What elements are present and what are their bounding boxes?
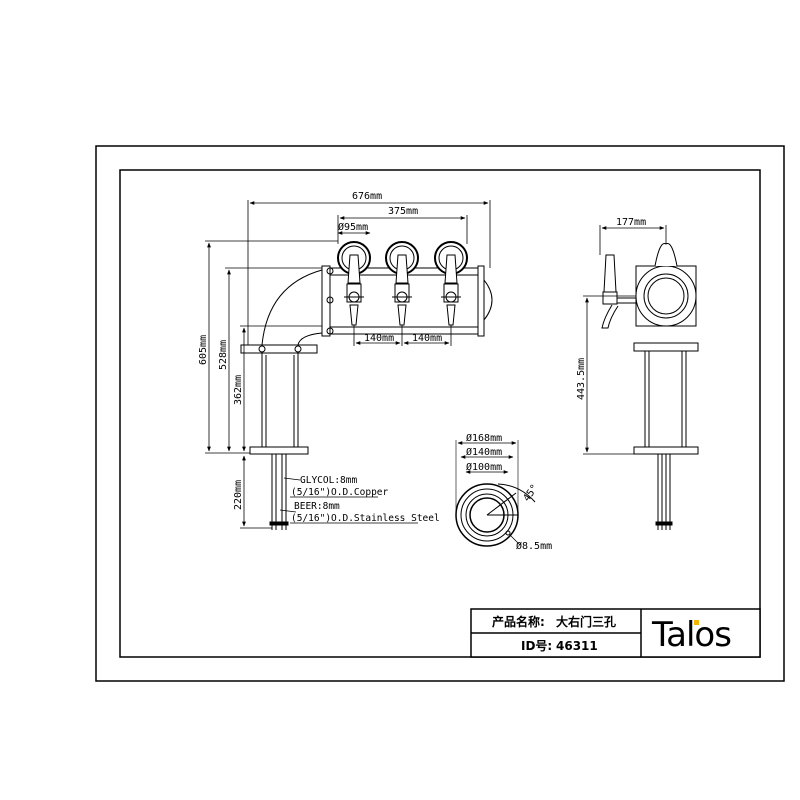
- dim-dia-95: Ø95mm: [338, 221, 368, 233]
- outer-frame: [95, 145, 785, 682]
- note-beer-2: (5/16")O.D.Stainless Steel: [291, 513, 440, 524]
- dim-676: 676mm: [352, 191, 382, 202]
- side-view: [601, 242, 699, 530]
- title-block: [470, 608, 761, 658]
- dim-dia-100: Ø100mm: [466, 461, 502, 473]
- side-dimensions: [583, 225, 667, 455]
- dim-140-a: 140mm: [364, 333, 394, 344]
- dim-362: 362mm: [233, 375, 244, 405]
- dim-528: 528mm: [218, 340, 229, 370]
- dim-443-5: 443.5mm: [576, 358, 587, 400]
- product-name-label: 产品名称:: [492, 614, 545, 629]
- tap-middle: [385, 241, 419, 326]
- tap-left: [337, 241, 371, 326]
- dim-dia-168: Ø168mm: [466, 432, 502, 444]
- dim-angle-45: 45°: [521, 483, 540, 504]
- dim-177: 177mm: [616, 217, 646, 228]
- id-label: ID号:: [521, 638, 552, 653]
- dim-605: 605mm: [198, 335, 209, 365]
- note-beer-1: BEER:8mm: [294, 501, 340, 512]
- brand-name: Talos: [651, 615, 731, 655]
- dim-140-b: 140mm: [412, 333, 442, 344]
- id-value: 46311: [556, 639, 598, 653]
- talos-logo: Talos: [651, 615, 732, 655]
- dim-dia-140: Ø140mm: [466, 446, 502, 458]
- inner-frame: [119, 169, 761, 658]
- tap-right: [434, 241, 468, 326]
- note-glycol-1: GLYCOL:8mm: [300, 475, 357, 486]
- dim-220: 220mm: [233, 480, 244, 510]
- product-name-value: 大右门三孔: [556, 614, 616, 629]
- front-dimensions: [205, 200, 491, 529]
- brand-accent-dot: [694, 620, 699, 625]
- note-glycol-2: (5/16")O.D.Copper: [291, 487, 389, 498]
- dim-hole-8-5: Ø8.5mm: [516, 540, 552, 552]
- dim-375: 375mm: [388, 206, 418, 217]
- front-view: [240, 241, 493, 530]
- flange-detail: [455, 440, 536, 547]
